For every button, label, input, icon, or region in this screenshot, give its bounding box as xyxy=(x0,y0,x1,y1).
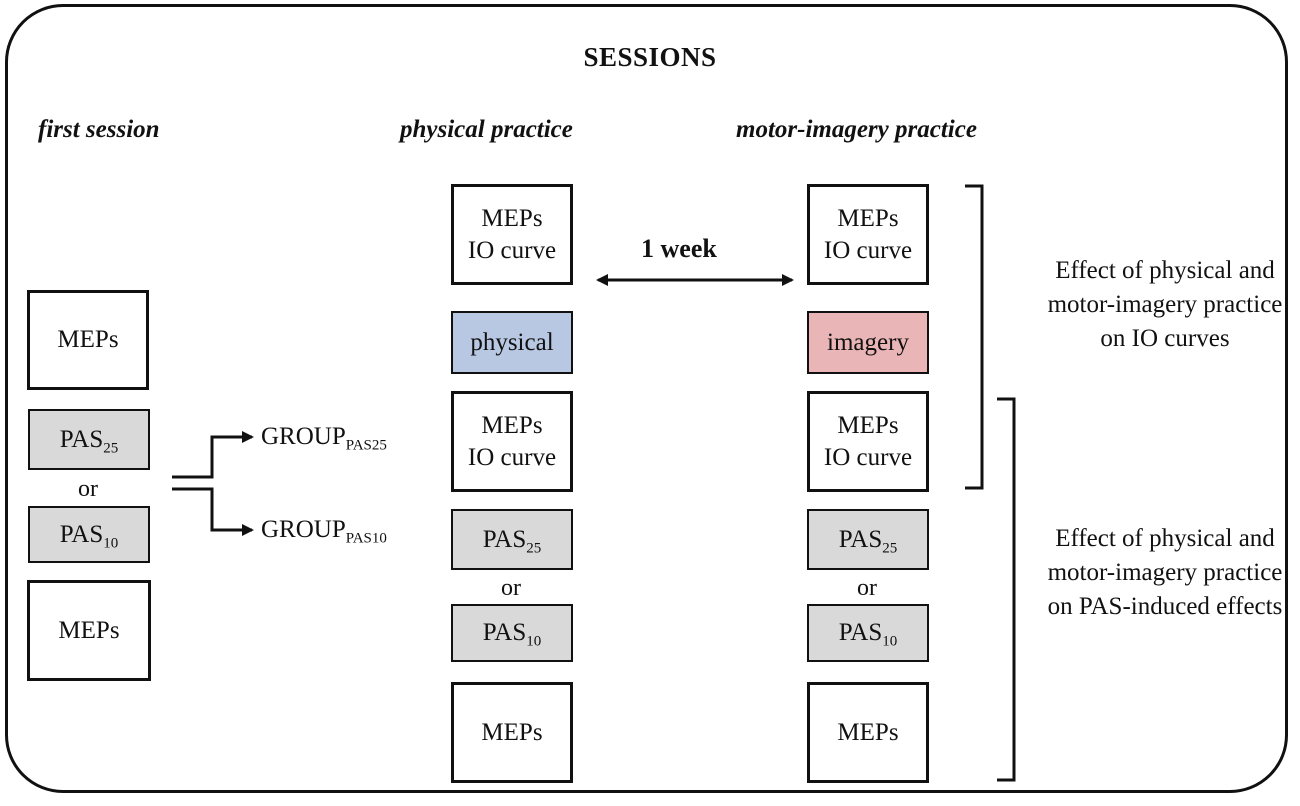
io-curve-label: IO curve xyxy=(467,236,557,264)
effect-pas-induced-text: Effect of physical and motor-imagery pra… xyxy=(1047,525,1283,620)
meps-label: MEPs xyxy=(837,411,899,439)
first-session-meps-post: MEPs xyxy=(27,580,151,681)
bracket-pas-effects xyxy=(997,397,1016,782)
imagery-meps-final: MEPs xyxy=(807,682,929,783)
meps-label: MEPs xyxy=(58,616,120,644)
physical-meps-io-curve-post: MEPs IO curve xyxy=(451,391,573,492)
meps-label: MEPs xyxy=(57,326,119,353)
split-arrow-pas25 xyxy=(172,431,254,479)
physical-meps-final: MEPs xyxy=(451,682,573,783)
pas10-label: PAS10 xyxy=(482,619,542,650)
io-curve-label: IO curve xyxy=(823,236,913,264)
io-curve-label: IO curve xyxy=(467,443,557,471)
meps-label: MEPs xyxy=(481,204,543,232)
pas10-label: PAS10 xyxy=(838,619,898,650)
physical-pas10: PAS10 xyxy=(451,604,573,662)
meps-label: MEPs xyxy=(481,411,543,439)
meps-label: MEPs xyxy=(837,204,899,232)
imagery-meps-io-curve-post: MEPs IO curve xyxy=(807,391,929,492)
physical-or: or xyxy=(501,575,521,601)
imagery-practice-box: imagery xyxy=(807,311,929,374)
physical-meps-io-curve-pre: MEPs IO curve xyxy=(451,184,573,285)
physical-pas25: PAS25 xyxy=(451,509,573,570)
one-week-label: 1 week xyxy=(641,234,717,263)
first-session-meps-pre: MEPs xyxy=(27,290,149,390)
group-pas25-label: GROUPPAS25 xyxy=(261,423,387,454)
imagery-pas10: PAS10 xyxy=(807,604,929,662)
io-curve-label: IO curve xyxy=(823,443,913,471)
imagery-label: imagery xyxy=(827,328,909,356)
pas25-label: PAS25 xyxy=(482,525,542,556)
bracket-io-curves xyxy=(965,184,984,490)
column-heading-motor-imagery-practice: motor-imagery practice xyxy=(736,116,977,143)
first-session-pas25: PAS25 xyxy=(28,409,150,470)
diagram-title: SESSIONS xyxy=(583,42,717,72)
first-session-pas10: PAS10 xyxy=(28,506,150,563)
physical-label: physical xyxy=(470,328,554,356)
effect-io-curves-text: Effect of physical and motor-imagery pra… xyxy=(1047,257,1283,352)
first-session-or: or xyxy=(78,476,98,502)
diagram-frame xyxy=(5,4,1288,793)
pas10-label: PAS10 xyxy=(59,520,119,551)
meps-label: MEPs xyxy=(837,718,899,746)
column-heading-physical-practice: physical practice xyxy=(400,116,573,143)
pas25-label: PAS25 xyxy=(838,525,898,556)
meps-label: MEPs xyxy=(481,718,543,746)
physical-practice-box: physical xyxy=(451,311,573,374)
split-arrow-pas10 xyxy=(172,487,254,536)
imagery-meps-io-curve-pre: MEPs IO curve xyxy=(807,184,929,285)
column-heading-first-session: first session xyxy=(38,116,160,143)
group-pas10-label: GROUPPAS10 xyxy=(261,516,387,547)
pas25-label: PAS25 xyxy=(59,425,119,456)
imagery-or: or xyxy=(857,575,877,601)
imagery-pas25: PAS25 xyxy=(807,509,929,570)
